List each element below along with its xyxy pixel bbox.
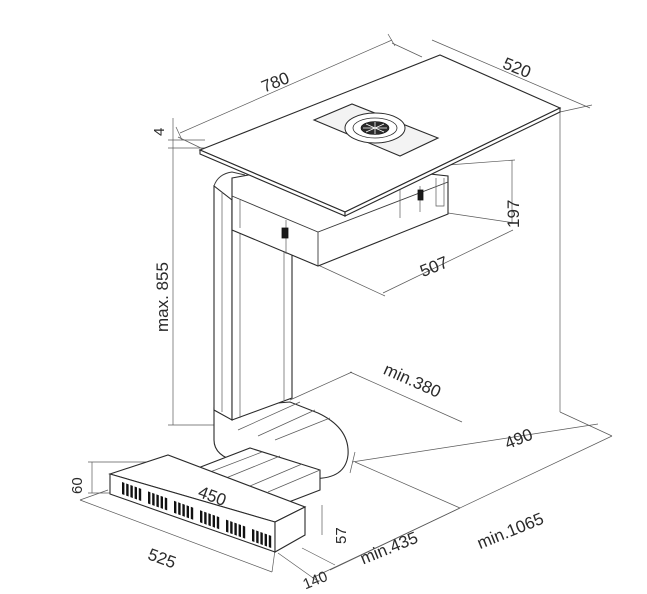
dim-label-min-380: min.380 bbox=[381, 360, 444, 402]
dim-label-60: 60 bbox=[69, 477, 86, 494]
grille-slot bbox=[122, 482, 125, 495]
ext-line bbox=[447, 212, 516, 224]
grille-slot bbox=[212, 514, 215, 528]
grille-slot bbox=[268, 535, 272, 548]
grille-slot bbox=[178, 502, 181, 516]
grille-slot bbox=[138, 488, 142, 501]
dim-label-520: 520 bbox=[500, 54, 533, 82]
grille-slots bbox=[122, 482, 272, 548]
dim-line-520 bbox=[431, 39, 591, 109]
grille-slot bbox=[134, 486, 137, 500]
plinth-grille bbox=[108, 454, 307, 553]
grille-slot bbox=[186, 505, 189, 519]
grille-slot bbox=[152, 492, 155, 506]
ext-line bbox=[559, 411, 613, 437]
grille-slot bbox=[148, 491, 151, 505]
grille-slot bbox=[130, 485, 133, 498]
grille-slot bbox=[264, 533, 267, 547]
grille-slot bbox=[252, 529, 255, 542]
grille-slot bbox=[242, 525, 246, 539]
ext-line bbox=[271, 549, 276, 573]
grille-slot bbox=[160, 495, 163, 509]
grille-slot bbox=[200, 510, 203, 524]
dim-label-197: 197 bbox=[504, 200, 523, 228]
dim-tick bbox=[175, 126, 183, 141]
dim-line-140 bbox=[277, 552, 317, 581]
dim-line-507 bbox=[382, 229, 514, 294]
grille-slot bbox=[260, 532, 263, 545]
dim-line-780 bbox=[179, 39, 393, 134]
grille-slot bbox=[256, 530, 259, 544]
dim-label-57: 57 bbox=[333, 527, 350, 544]
vertical-column bbox=[213, 171, 293, 421]
grille-slot bbox=[226, 519, 229, 533]
ext-line bbox=[354, 461, 461, 509]
dim-line-1065 bbox=[311, 435, 613, 579]
grille-slot bbox=[234, 522, 237, 536]
grille-slot bbox=[164, 497, 168, 511]
grille-slot bbox=[230, 521, 233, 535]
grille-slot bbox=[204, 511, 207, 525]
hob-top-plate bbox=[198, 54, 562, 217]
dim-label-max-855: max. 855 bbox=[153, 262, 172, 332]
dim-line-490 bbox=[351, 423, 599, 463]
dim-label-525: 525 bbox=[145, 545, 178, 573]
ext-line bbox=[447, 159, 516, 166]
grille-slot bbox=[190, 506, 194, 520]
ext-line bbox=[79, 489, 109, 501]
dim-label-780: 780 bbox=[259, 68, 292, 96]
grille-slot bbox=[208, 513, 211, 527]
ext-line bbox=[391, 42, 423, 58]
dim-line-435 bbox=[329, 507, 461, 571]
dim-line-380 bbox=[349, 371, 463, 423]
grille-slot bbox=[216, 516, 220, 530]
ext-line bbox=[317, 264, 386, 297]
dim-tick bbox=[349, 451, 356, 474]
ext-line bbox=[559, 104, 593, 113]
dim-label-507: 507 bbox=[417, 253, 450, 281]
dim-label-490: 490 bbox=[502, 425, 535, 453]
grille-slot bbox=[156, 494, 159, 508]
grille-slot bbox=[174, 500, 177, 514]
ext-line bbox=[289, 371, 353, 401]
grille-slot bbox=[182, 503, 185, 517]
grille-slot bbox=[238, 524, 241, 538]
dim-label-4: 4 bbox=[151, 128, 168, 136]
ext-line bbox=[301, 547, 336, 566]
grille-slot bbox=[126, 483, 129, 497]
dim-label-min-1065: min.1065 bbox=[474, 509, 546, 553]
dim-label-min-435: min.435 bbox=[357, 528, 420, 568]
dim-line-525 bbox=[79, 499, 273, 573]
